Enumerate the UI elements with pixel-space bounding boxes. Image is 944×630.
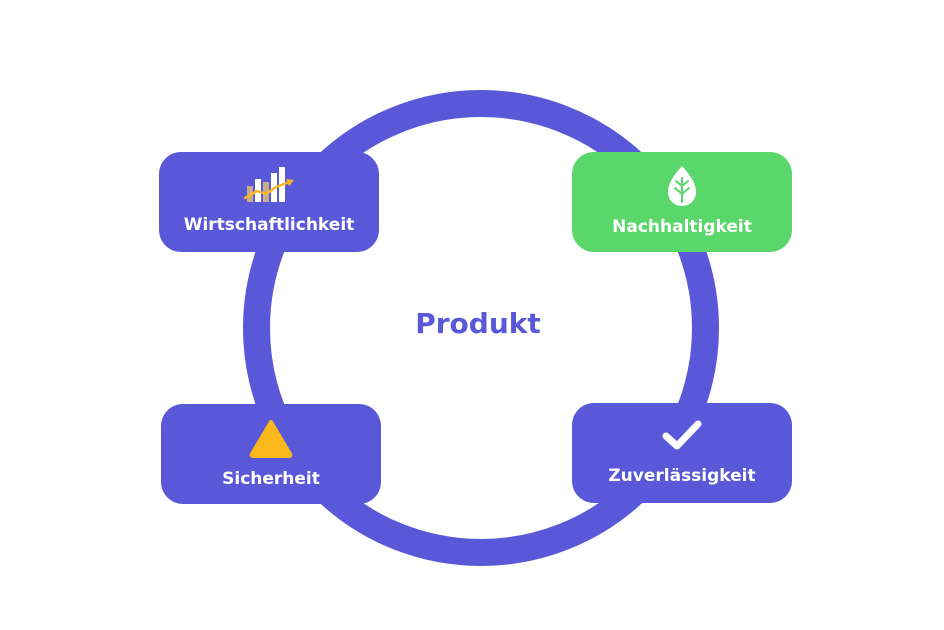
warning-triangle-icon xyxy=(161,419,381,459)
card-label: Nachhaltigkeit xyxy=(612,217,752,237)
card-zuverlaessigkeit: Zuverlässigkeit xyxy=(572,403,792,503)
card-label: Zuverlässigkeit xyxy=(608,466,756,486)
card-wirtschaftlichkeit: Wirtschaftlichkeit xyxy=(159,152,379,252)
card-sicherheit: Sicherheit xyxy=(161,404,381,504)
center-label: Produkt xyxy=(415,307,541,340)
bar-chart-trend-icon xyxy=(159,164,379,204)
checkmark-icon xyxy=(572,417,792,453)
leaf-icon xyxy=(572,164,792,208)
card-label: Wirtschaftlichkeit xyxy=(183,215,355,235)
card-label: Sicherheit xyxy=(222,469,320,489)
card-nachhaltigkeit: Nachhaltigkeit xyxy=(572,152,792,252)
